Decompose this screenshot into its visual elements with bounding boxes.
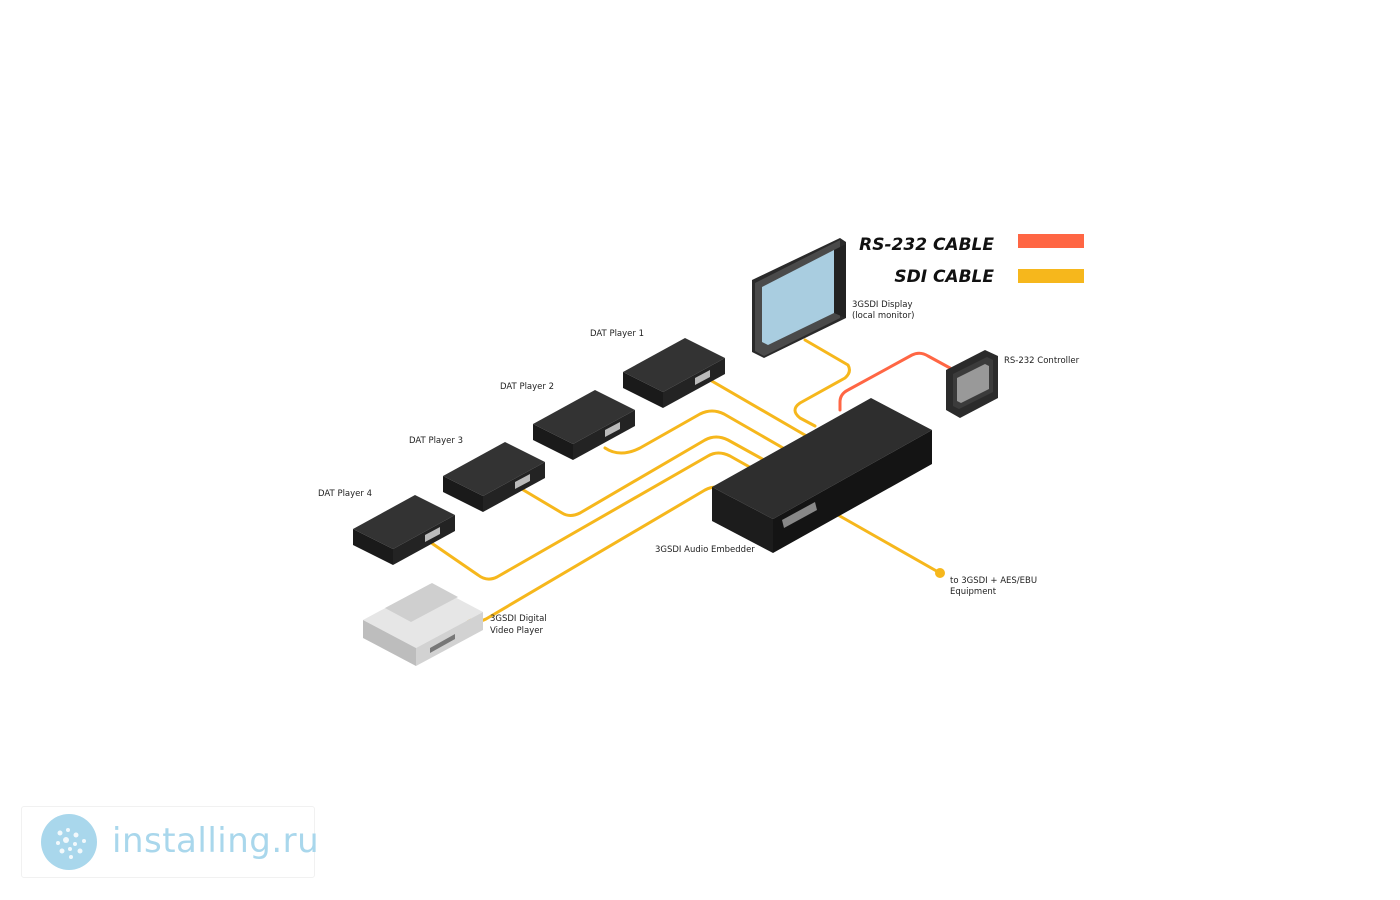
video-player-label-line2: Video Player (490, 626, 543, 636)
legend-sdi-swatch (1018, 269, 1084, 283)
output-label-line1: to 3GSDI + AES/EBU (950, 576, 1037, 586)
display-label-line2: (local monitor) (852, 311, 914, 321)
dat-player-1-label: DAT Player 1 (590, 329, 644, 339)
dat-player-2-label: DAT Player 2 (500, 382, 554, 392)
sdi-cable-display (793, 338, 851, 428)
dat-player-1-icon (623, 338, 725, 408)
legend-sdi-label: SDI CABLE (894, 267, 994, 287)
legend-rs232-swatch (1018, 234, 1084, 248)
rs232-controller-icon (946, 350, 998, 418)
embedder-label: 3GSDI Audio Embedder (655, 545, 755, 555)
watermark-text: installing.ru (112, 821, 320, 861)
dat-player-3-icon (443, 442, 545, 512)
dat-player-4-label: DAT Player 4 (318, 489, 372, 499)
display-monitor-icon (752, 238, 846, 358)
legend-rs232-label: RS-232 CABLE (859, 235, 994, 255)
controller-label: RS-232 Controller (1004, 356, 1080, 366)
sdi-cable-dat2 (603, 409, 792, 455)
sdi-cable-dat3 (518, 435, 777, 517)
dat-player-3-label: DAT Player 3 (409, 436, 463, 446)
sdi-cable-output (836, 513, 942, 575)
output-connector-dot (935, 568, 945, 578)
sdi-cable-dat4 (428, 451, 764, 581)
output-label-line2: Equipment (950, 587, 997, 597)
display-label-line1: 3GSDI Display (852, 300, 912, 310)
rs232-cable (838, 351, 952, 412)
dat-player-4-icon (353, 495, 455, 565)
sdi-cable-dat1 (708, 378, 812, 440)
dat-player-2-icon (533, 390, 635, 460)
video-player-label-line1: 3GSDI Digital (490, 614, 547, 624)
installing-ru-logo-icon (41, 814, 97, 870)
audio-embedder-icon (712, 398, 932, 553)
watermark: installing.ru (21, 806, 319, 878)
legend: RS-232 CABLE SDI CABLE (859, 234, 1084, 287)
digital-video-player-icon (363, 583, 483, 666)
